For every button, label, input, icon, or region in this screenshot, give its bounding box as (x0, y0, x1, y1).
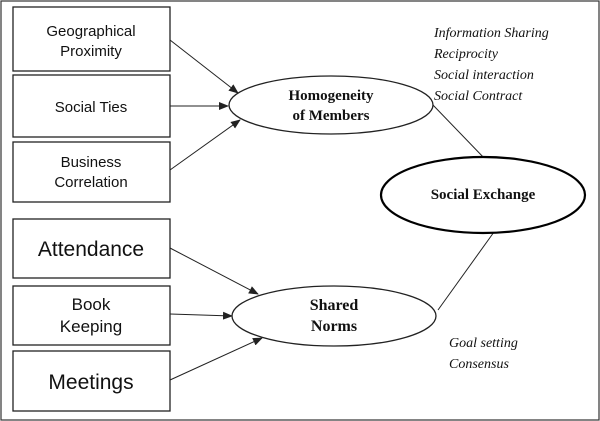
note-top-line2: Reciprocity (433, 47, 499, 62)
note-bottom-line1: Goal setting (449, 336, 518, 351)
box-attendance: Attendance (12, 218, 171, 279)
arrow-attendance-to-shared-norms (169, 247, 259, 295)
note-top-line1: Information Sharing (433, 26, 549, 41)
note-top-line4: Social Contract (434, 89, 523, 104)
note-bottom: Goal setting Consensus (449, 336, 518, 372)
ellipse-shared-norms-line2: Norms (311, 318, 357, 335)
box-book-keeping-line2: Keeping (60, 317, 122, 336)
box-geographical-proximity: Geographical Proximity (12, 6, 171, 72)
box-book-keeping-line1: Book (72, 295, 111, 314)
connector-homogeneity-to-social-exchange (431, 103, 487, 161)
note-top: Information Sharing Reciprocity Social i… (433, 26, 549, 104)
arrow-geographical-to-homogeneity (169, 39, 239, 94)
box-social-ties-label: Social Ties (55, 99, 128, 116)
ellipse-social-exchange: Social Exchange (379, 155, 587, 235)
arrow-book-keeping-to-shared-norms (169, 311, 233, 320)
ellipse-homogeneity-line1: Homogeneity (289, 88, 374, 104)
box-meetings-label: Meetings (48, 371, 133, 394)
box-business-correlation: Business Correlation (12, 141, 171, 203)
ellipse-homogeneity-line2: of Members (292, 108, 369, 124)
ellipse-shared-norms: Shared Norms (231, 285, 437, 347)
box-business-correlation-line1: Business (61, 154, 122, 171)
box-geographical-proximity-line1: Geographical (46, 23, 135, 40)
box-geographical-proximity-line2: Proximity (60, 43, 122, 60)
ellipse-shared-norms-line1: Shared (310, 297, 359, 314)
arrow-business-to-homogeneity (169, 119, 241, 171)
note-bottom-line2: Consensus (449, 357, 509, 372)
ellipse-homogeneity-of-members: Homogeneity of Members (228, 75, 434, 135)
box-attendance-label: Attendance (38, 238, 144, 261)
arrow-meetings-to-shared-norms (169, 337, 263, 381)
note-top-line3: Social interaction (434, 68, 534, 83)
ellipse-social-exchange-label: Social Exchange (431, 187, 536, 203)
box-social-ties: Social Ties (12, 74, 171, 138)
box-business-correlation-line2: Correlation (54, 174, 127, 191)
box-book-keeping: Book Keeping (12, 285, 171, 346)
connector-shared-norms-to-social-exchange (437, 231, 495, 311)
box-meetings: Meetings (12, 350, 171, 412)
